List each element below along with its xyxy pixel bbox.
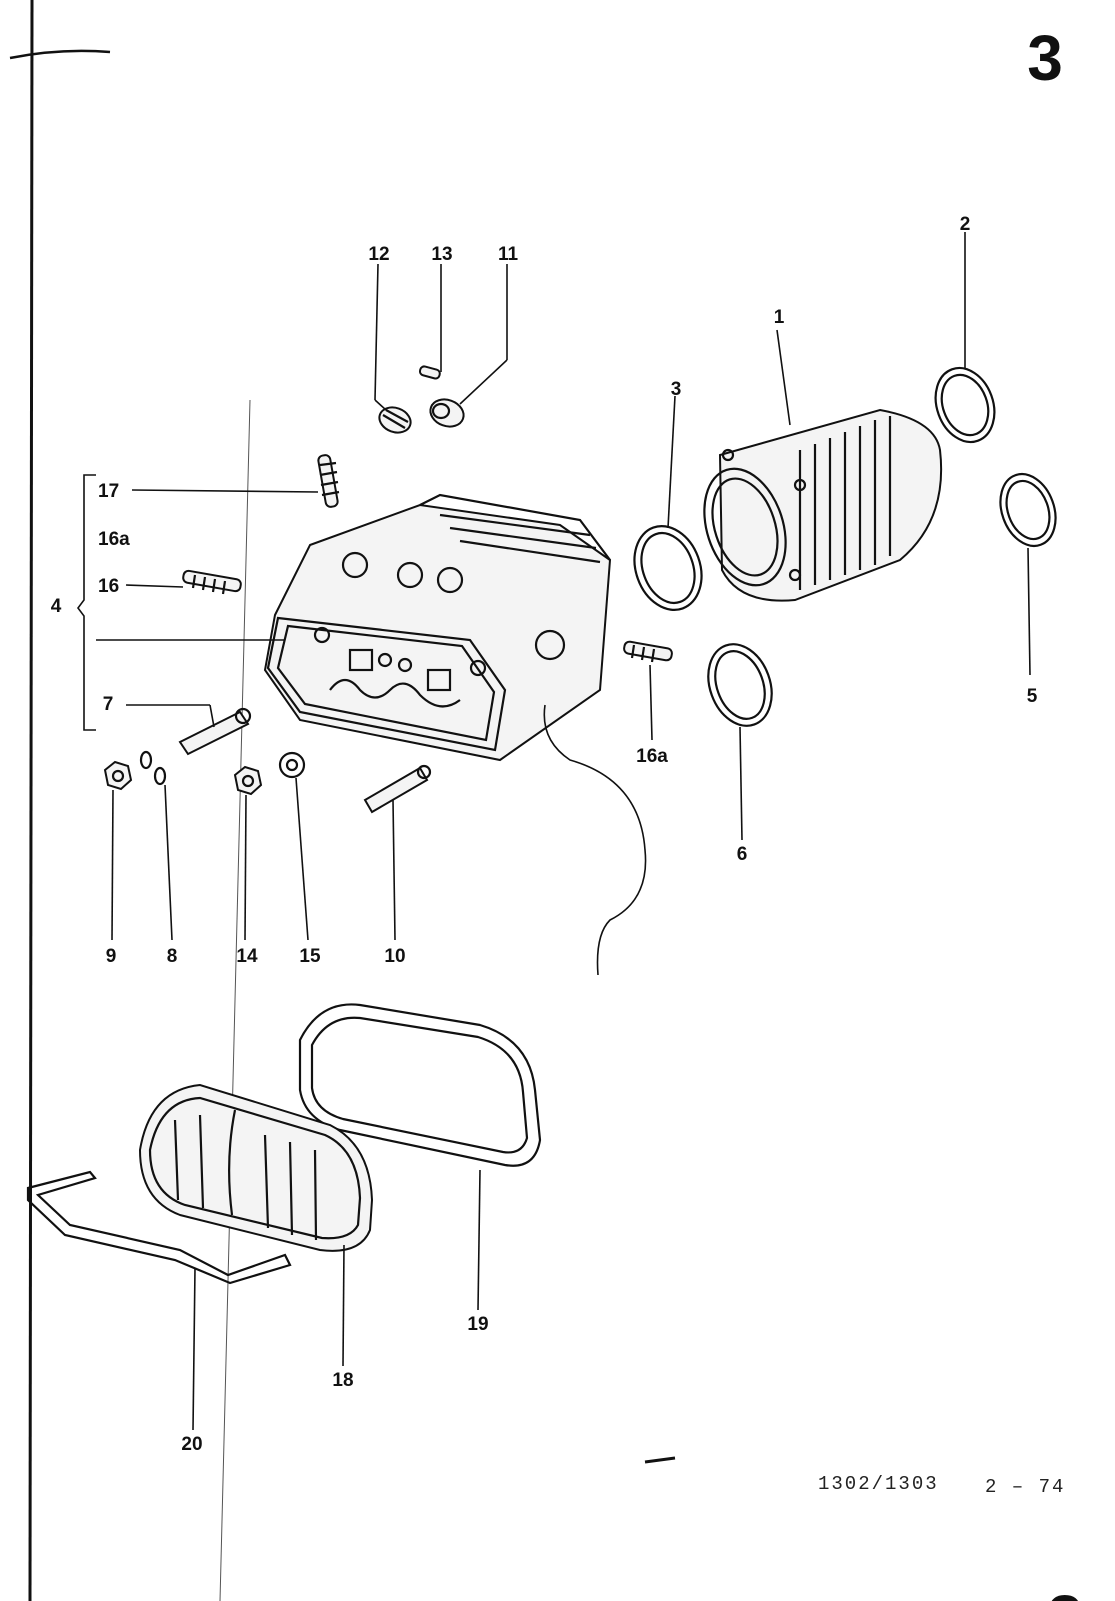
callout-16: 16 (98, 576, 119, 597)
cylinder-barrel (703, 408, 943, 602)
callout-17: 17 (98, 481, 119, 502)
section-number: 3 (1027, 22, 1063, 94)
date-label: 2 – 74 (985, 1476, 1065, 1498)
seal-ring-2 (934, 366, 996, 444)
seal-ring-6 (707, 643, 773, 727)
bottom-section-mark: 3 (1047, 1582, 1083, 1601)
plug-12 (378, 406, 412, 434)
callout-11: 11 (498, 244, 519, 265)
callout-13: 13 (431, 244, 452, 265)
callout-8: 8 (167, 946, 178, 967)
scan-mark (9, 49, 111, 60)
nut-9 (103, 760, 133, 791)
callout-14: 14 (236, 946, 258, 967)
callout-10: 10 (384, 946, 405, 967)
callout-12: 12 (368, 244, 389, 265)
retaining-clip (26, 1170, 292, 1285)
callout-5: 5 (1027, 686, 1038, 707)
plug-11 (429, 398, 465, 428)
binding-edge-line (28, 0, 34, 1601)
callout-18: 18 (332, 1370, 353, 1391)
callout-3: 3 (671, 379, 682, 400)
model-label: 1302/1303 (818, 1473, 939, 1495)
washer-8 (139, 750, 167, 786)
stud-16a (623, 640, 673, 663)
callout-1: 1 (774, 307, 785, 328)
fold-line (219, 399, 251, 1601)
stud-10 (363, 764, 432, 814)
callout-9: 9 (106, 946, 117, 967)
seal-ring-3 (633, 525, 703, 611)
cylinder-head (263, 493, 647, 976)
nut-14 (233, 765, 263, 796)
group-bracket (77, 474, 96, 731)
stud-16 (182, 569, 242, 595)
callout-15: 15 (299, 946, 321, 967)
footer-tick (644, 1456, 676, 1464)
callout-6: 6 (737, 844, 748, 865)
callout-7: 7 (103, 694, 114, 715)
stud-7 (178, 707, 252, 756)
callout-16a-right: 16a (636, 746, 668, 767)
pin-13 (418, 365, 441, 380)
callout-16a-left: 16a (98, 529, 130, 550)
leader-lines (96, 232, 1031, 1431)
valve-cover (138, 1083, 374, 1252)
callout-20: 20 (181, 1434, 202, 1455)
callout-2: 2 (960, 214, 971, 235)
seal-ring-5 (999, 473, 1057, 547)
stud-17 (317, 454, 340, 508)
callout-19: 19 (467, 1314, 488, 1335)
washer-15 (278, 751, 306, 779)
callout-4: 4 (51, 596, 62, 617)
